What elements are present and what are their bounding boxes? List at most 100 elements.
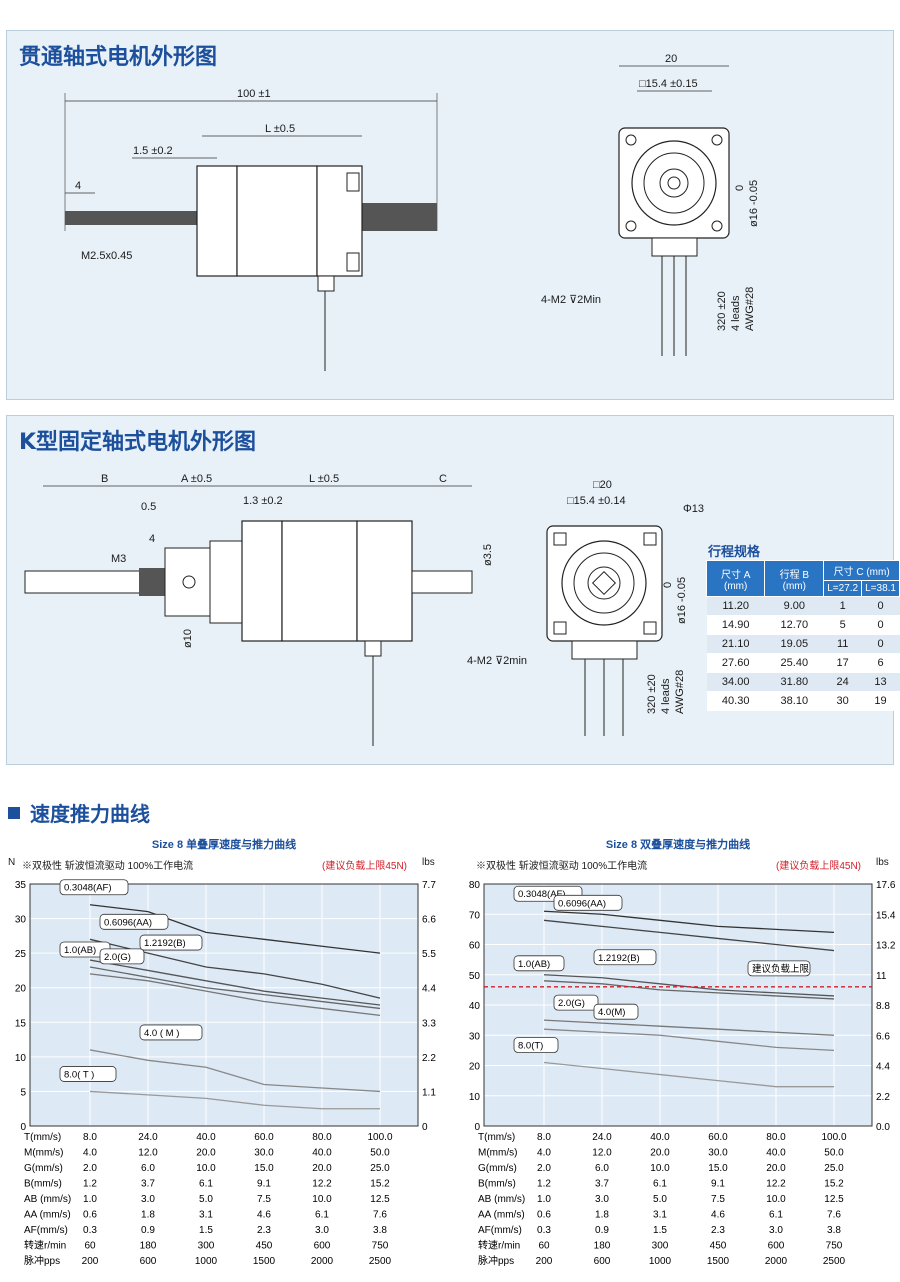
table-cell: 600 (768, 1241, 785, 1252)
table-cell: 4.0 (83, 1148, 97, 1159)
spec-header-b: 行程 B (mm) (764, 560, 825, 597)
dim-thread: M2.5x0.45 (81, 250, 132, 262)
spec-cell: 0 (861, 615, 900, 635)
series-label: 0.6096(AA) (104, 917, 152, 928)
table-cell: 1.2 (537, 1179, 551, 1190)
table-cell: 20.0 (650, 1148, 670, 1159)
series-line (543, 1028, 835, 1052)
table-cell: 2500 (369, 1256, 392, 1267)
dim-shoulder: 1.5 ±0.2 (133, 145, 173, 157)
chart-warning: (建议负载上限45N) (322, 861, 408, 872)
limit-label: 建议负载上限 (752, 963, 810, 975)
dim-body-length: L ±0.5 (265, 123, 295, 135)
table-cell: 0.9 (595, 1225, 609, 1236)
y-tick-label-right: 2.2 (422, 1053, 436, 1064)
table-cell: 50.0 (370, 1148, 390, 1159)
dim-lead-length: 320 ±20 (646, 674, 658, 714)
spec-cell: 0 (861, 596, 900, 616)
table-cell: 15.0 (708, 1163, 728, 1174)
table-cell: 40.0 (766, 1148, 786, 1159)
dim-boss-dia: ø16 -0.05 (748, 180, 760, 227)
row-label: M(mm/s) (478, 1148, 517, 1159)
spec-cell: 40.30 (706, 691, 765, 711)
spec-cell: 21.10 (706, 634, 765, 654)
spec-cell: 38.10 (764, 691, 824, 711)
table-cell: 80.0 (312, 1132, 332, 1143)
series-callout (139, 934, 203, 951)
table-cell: 3.8 (827, 1225, 841, 1236)
row-label: AA (mm/s) (24, 1210, 71, 1221)
y-tick-label-right: 0 (422, 1122, 428, 1133)
y-tick-label: 60 (469, 941, 481, 952)
series-callout (99, 948, 145, 965)
table-cell: 60.0 (254, 1132, 274, 1143)
y-tick-label-right: 6.6 (422, 915, 436, 926)
dim-thread: M3 (111, 553, 126, 565)
row-label: 转速r/min (478, 1239, 520, 1252)
table-cell: 2500 (823, 1256, 846, 1267)
y-tick-label-right: 4.4 (876, 1062, 890, 1073)
dim-thread-length: 4 (75, 180, 81, 192)
series-callout (553, 894, 623, 911)
table-cell: 3.7 (141, 1179, 155, 1190)
series-label: 8.0(T) (518, 1040, 543, 1051)
table-cell: 0.3 (537, 1225, 551, 1236)
y-tick-label: 30 (15, 915, 27, 926)
dim-width: 20 (665, 53, 677, 65)
table-cell: 60.0 (708, 1132, 728, 1143)
table-cell: 12.5 (824, 1194, 844, 1205)
dim-square: □15.4 ±0.14 (567, 495, 626, 507)
table-cell: 20.0 (196, 1148, 216, 1159)
dim-a: A ±0.5 (181, 473, 212, 485)
table-cell: 10.0 (766, 1194, 786, 1205)
k-type-drawing: B A ±0.5 L ±0.5 C 0.5 1.3 ±0.2 4 M3 ø3.5… (24, 473, 704, 746)
row-label: T(mm/s) (24, 1132, 61, 1143)
y-tick-label: 5 (20, 1087, 26, 1098)
table-cell: 200 (82, 1256, 99, 1267)
section-title: 速度推力曲线 (30, 802, 150, 826)
chart-note: ※双极性 斩波恒流驱动 100%工作电流 (476, 861, 648, 872)
y-tick-label: 25 (15, 949, 27, 960)
table-cell: 450 (256, 1241, 273, 1252)
spec-cell: 14.90 (706, 615, 765, 635)
table-cell: 300 (652, 1241, 669, 1252)
table-cell: 30.0 (254, 1148, 274, 1159)
dim-phi13: Φ13 (683, 503, 704, 515)
table-cell: 1.8 (595, 1210, 609, 1221)
y-tick-label-right: 4.4 (422, 984, 436, 995)
table-cell: 15.2 (824, 1179, 844, 1190)
series-callout (553, 994, 599, 1011)
through-shaft-drawing: 100 ±1 L ±0.5 1.5 ±0.2 4 M2.5x0.45 (64, 53, 760, 371)
table-cell: 40.0 (650, 1132, 670, 1143)
spec-cell: 11 (823, 634, 862, 654)
table-cell: 8.0 (537, 1132, 551, 1143)
series-callout (59, 879, 129, 896)
table-cell: 6.1 (315, 1210, 329, 1221)
spec-cell: 25.40 (764, 653, 824, 673)
dim-total-length: 100 ±1 (237, 88, 271, 100)
dim-holes: 4-M2 ⊽2Min (541, 294, 601, 306)
row-label: AF(mm/s) (24, 1225, 68, 1236)
y-axis-right-label: lbs (422, 857, 435, 868)
dim-shaft-dia: ø3.5 (482, 544, 494, 566)
row-label: B(mm/s) (24, 1179, 62, 1190)
y-tick-label: 35 (15, 880, 27, 891)
table-cell: 0.6 (83, 1210, 97, 1221)
spec-cell: 19.05 (764, 634, 824, 654)
chart-warning: (建议负载上限45N) (776, 861, 862, 872)
plot-frame (483, 883, 873, 1127)
table-cell: 24.0 (138, 1132, 158, 1143)
table-cell: 20.0 (312, 1163, 332, 1174)
row-label: AB (mm/s) (24, 1194, 71, 1205)
table-cell: 25.0 (370, 1163, 390, 1174)
table-cell: 12.0 (138, 1148, 158, 1159)
table-cell: 1.0 (537, 1194, 551, 1205)
series-line (543, 1019, 835, 1036)
series-callout (513, 1037, 559, 1053)
